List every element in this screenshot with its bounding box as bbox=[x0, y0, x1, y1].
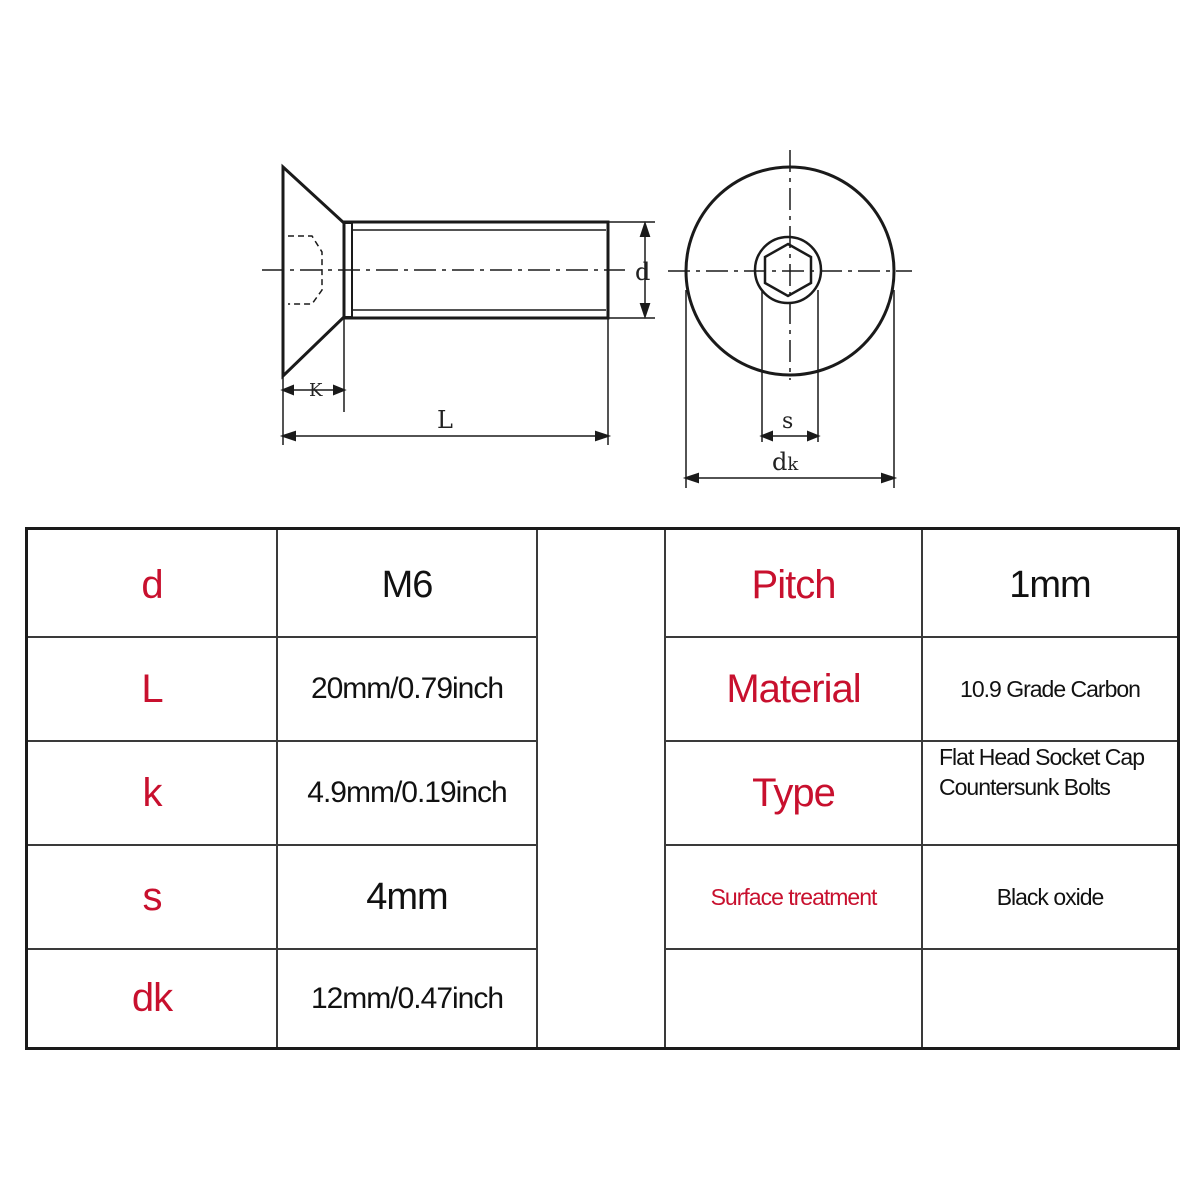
spec-table: d M6 L 20mm/0.79inch k 4.9mm/0.19inch s … bbox=[25, 527, 1180, 1050]
spec-value-pitch: 1mm bbox=[1009, 563, 1091, 606]
spec-value-type: Flat Head Socket Cap Countersunk Bolts bbox=[923, 742, 1177, 844]
spec-value-type-line2: Countersunk Bolts bbox=[939, 774, 1111, 800]
spec-value-dk: 12mm/0.47inch bbox=[310, 981, 504, 1015]
side-view bbox=[262, 163, 655, 445]
table-divider bbox=[664, 740, 1177, 742]
table-divider bbox=[536, 530, 538, 1047]
spec-label-empty bbox=[666, 950, 921, 1047]
spec-label-L: L bbox=[141, 666, 163, 711]
table-divider bbox=[28, 948, 536, 950]
socket-hidden-lines bbox=[288, 235, 323, 305]
top-view bbox=[668, 150, 912, 488]
table-divider bbox=[28, 636, 536, 638]
dim-label-d: d bbox=[635, 258, 650, 286]
hex-socket bbox=[763, 242, 813, 298]
spec-value-d: M6 bbox=[381, 563, 434, 606]
table-divider bbox=[276, 530, 278, 1047]
socket-outer-circle bbox=[753, 235, 823, 305]
spec-label-material: Material bbox=[726, 666, 861, 711]
spec-label-pitch: Pitch bbox=[751, 562, 837, 607]
spec-label-k: k bbox=[142, 770, 163, 815]
screw-technical-drawing: d K L s dk bbox=[262, 150, 912, 488]
table-divider bbox=[28, 844, 536, 846]
spec-label-surface: Surface treatment bbox=[710, 883, 878, 910]
table-divider bbox=[664, 948, 1177, 950]
spec-value-L: 20mm/0.79inch bbox=[310, 672, 504, 705]
spec-label-type: Type bbox=[752, 770, 836, 815]
spec-value-surface: Black oxide bbox=[996, 883, 1105, 910]
table-divider bbox=[664, 636, 1177, 638]
spec-label-d: d bbox=[141, 562, 163, 607]
dim-label-k: K bbox=[309, 380, 323, 401]
dim-label-s: s bbox=[782, 409, 793, 434]
screw-head-side bbox=[281, 163, 346, 380]
table-divider bbox=[664, 530, 666, 1047]
spec-label-s: s bbox=[142, 874, 163, 919]
spec-value-s: 4mm bbox=[366, 875, 448, 918]
spec-value-empty bbox=[923, 950, 1177, 1047]
table-divider bbox=[921, 530, 923, 1047]
spec-value-material: 10.9 Grade Carbon bbox=[960, 675, 1141, 702]
dim-label-L: L bbox=[437, 406, 453, 434]
table-divider bbox=[28, 740, 536, 742]
spec-value-type-line1: Flat Head Socket Cap bbox=[939, 744, 1145, 770]
dim-label-dk: dk bbox=[772, 448, 799, 476]
spec-label-dk: dk bbox=[131, 976, 173, 1020]
spec-value-k: 4.9mm/0.19inch bbox=[307, 776, 507, 809]
table-divider bbox=[664, 844, 1177, 846]
